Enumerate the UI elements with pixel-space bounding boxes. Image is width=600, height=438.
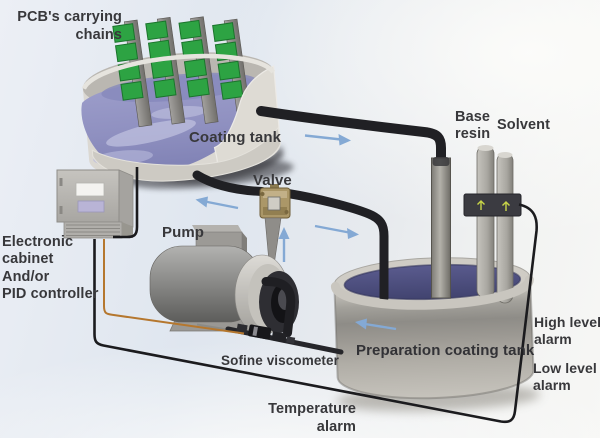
pump-outlet-pipe <box>261 276 296 338</box>
valve-detail <box>263 191 287 198</box>
viscometer-part <box>236 323 248 334</box>
overflow-pipe <box>256 106 446 169</box>
clamp-indicator-icon <box>477 200 485 210</box>
label-line: chains <box>75 26 122 43</box>
cabinet-vent-side <box>122 222 133 238</box>
label-line: PID controller <box>2 285 99 302</box>
label-line: PCB's carrying <box>17 9 122 25</box>
clamp-indicator-icon <box>502 201 510 211</box>
cabinet-hinge <box>59 178 63 186</box>
tank-sensor-wire <box>113 167 139 239</box>
pcb-rack <box>112 19 153 128</box>
pcb-board <box>114 42 139 63</box>
label-line: resin <box>455 125 491 142</box>
label-pump: Pump <box>162 224 205 241</box>
pcb-board <box>145 20 169 41</box>
label-line: And/or <box>2 268 50 285</box>
viscometer-signal-wire <box>103 239 245 335</box>
pcb-rack <box>145 17 186 125</box>
cabinet-display-lcd <box>77 200 105 213</box>
cabinet-vent-lines <box>66 224 120 236</box>
viscometer-tip <box>286 336 296 344</box>
pcb-board <box>183 58 208 79</box>
label-line: Electronic <box>2 234 74 250</box>
valve-detail <box>263 207 287 215</box>
label-base-resin: Base resin <box>455 109 490 142</box>
pcb-rack <box>178 16 219 124</box>
label-line: Low level <box>533 360 597 376</box>
pcb-board <box>150 59 174 79</box>
valve-bolt <box>284 210 289 214</box>
label-solvent: Solvent <box>497 117 551 133</box>
label-coating-tank: Coating tank <box>189 129 282 146</box>
pcb-board <box>112 23 136 43</box>
viscometer-part <box>271 331 287 343</box>
label-line: High level <box>534 314 600 330</box>
flow-arrow-right-valve-to-prep <box>314 224 359 239</box>
valve <box>259 184 291 271</box>
feed-pipes <box>463 145 522 304</box>
flow-arrows <box>195 134 397 331</box>
pcb-board <box>220 80 244 100</box>
pcb-board <box>186 77 210 98</box>
prep-tank-front-rim <box>330 275 534 310</box>
solvent-pipe-top <box>497 152 513 158</box>
cabinet-side <box>118 169 134 228</box>
valve-window <box>267 196 281 211</box>
label-line: alarm <box>533 377 571 393</box>
label-line: alarm <box>316 419 356 435</box>
flow-arrow-right-overflow <box>304 134 351 146</box>
base-resin-pipe-top <box>477 145 494 151</box>
label-high-level-alarm: High level alarm <box>534 314 600 348</box>
label-sofine-viscometer: Sofine viscometer <box>221 353 339 368</box>
pcb-board <box>212 22 236 42</box>
pcb-board <box>120 81 144 101</box>
label-line: Base <box>455 109 491 125</box>
label-valve: Valve <box>253 172 292 189</box>
label-pcb-carrying-chains: PCB's carrying chains <box>14 9 122 44</box>
viscometer-assembly <box>196 323 344 355</box>
cabinet-display <box>75 182 105 197</box>
alarm-wire-loop <box>93 203 538 424</box>
valve-bolt <box>260 192 265 196</box>
flow-arrow-left-to-coating-tank <box>195 196 239 210</box>
label-line: alarm <box>534 331 572 347</box>
prep-tank-side-shade <box>333 276 535 400</box>
valve-funnel <box>264 217 282 263</box>
solvent-pipe <box>496 152 514 304</box>
label-electronic-cabinet: Electronic cabinet And/or PID controller <box>2 234 98 303</box>
valve-pipe-right <box>283 189 389 303</box>
cabinet-hinge <box>59 206 63 214</box>
pcb-carrying-chains <box>112 16 252 128</box>
valve-pipe-left <box>192 170 267 196</box>
drain-pipe-joint <box>432 157 450 166</box>
flow-arrow-left-prep-to-pump <box>355 318 397 331</box>
pump-top-box-top <box>192 225 242 232</box>
label-line: cabinet <box>2 251 54 268</box>
label-low-level-alarm: Low level alarm <box>533 360 597 394</box>
pcb-board <box>153 78 177 99</box>
level-sensor-clamp <box>463 193 522 217</box>
liquid-streak <box>106 119 196 147</box>
label-temperature-alarm: Temperature alarm <box>266 400 356 436</box>
pcb-board <box>217 60 241 81</box>
viscometer-device <box>236 323 296 344</box>
viscometer-band <box>252 326 258 337</box>
coating-tank <box>81 16 294 189</box>
coating-tank-rim-back <box>81 53 276 90</box>
valve-stub <box>270 184 279 190</box>
label-preparation-coating-tank: Preparation coating tank <box>356 342 535 359</box>
label-line: Temperature <box>268 401 356 417</box>
drain-pipe-gray <box>431 157 451 299</box>
pcb-board <box>178 19 202 40</box>
electronic-cabinet <box>56 169 134 239</box>
base-resin-pipe <box>476 145 495 299</box>
flow-arrow-up-pump-to-valve <box>278 227 290 262</box>
